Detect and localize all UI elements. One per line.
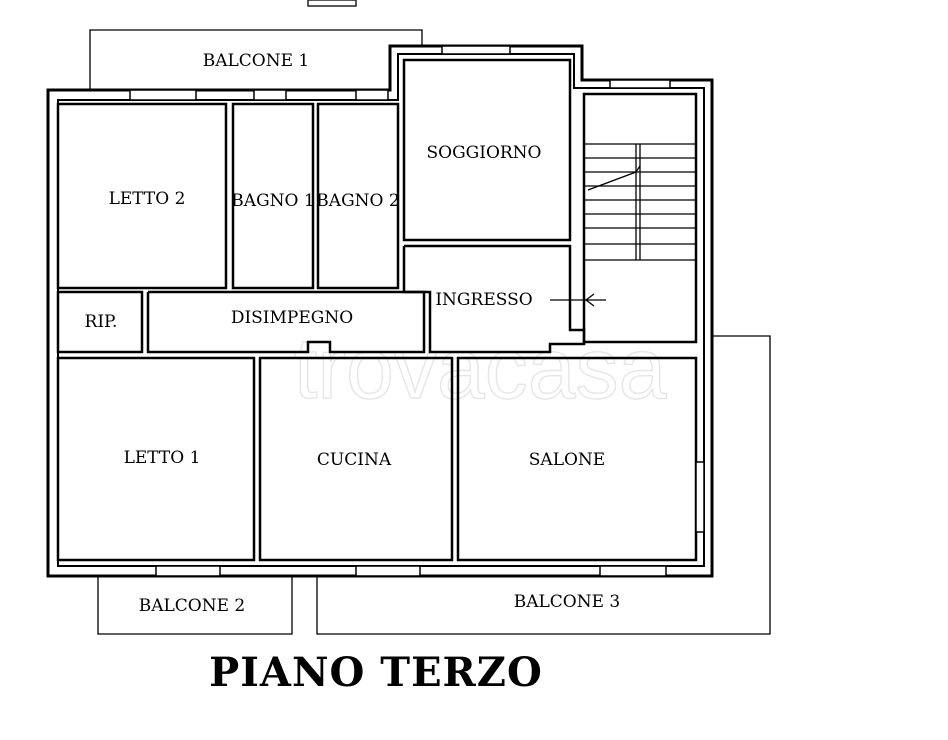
label-salone: SALONE: [529, 450, 605, 470]
label-disimpegno: DISIMPEGNO: [231, 308, 353, 328]
balcone-2-outline: [97, 576, 293, 635]
balcone-1-outline: [89, 29, 423, 90]
label-letto-1: LETTO 1: [124, 448, 201, 468]
window-salone-south: [599, 565, 667, 577]
top-marker: [307, 0, 357, 7]
window-bagno-2: [355, 89, 389, 101]
label-balcone-2: BALCONE 2: [139, 596, 246, 616]
window-letto-1: [155, 565, 221, 577]
label-bagno-2: BAGNO 2: [316, 191, 399, 211]
windows: [129, 45, 705, 577]
label-soggiorno: SOGGIORNO: [426, 143, 541, 163]
walls: [46, 0, 771, 635]
label-cucina: CUCINA: [317, 450, 392, 470]
balcone-3-outline: [316, 335, 771, 635]
outer-wall-outer: [46, 44, 714, 578]
soggiorno-walls: [402, 58, 572, 242]
outer-wall-inner: [57, 53, 705, 567]
label-balcone-1: BALCONE 1: [203, 51, 310, 71]
label-ripostiglio: RIP.: [85, 312, 118, 332]
window-soggiorno: [441, 45, 511, 55]
letto-2-walls: [56, 102, 228, 290]
label-bagno-1: BAGNO 1: [231, 191, 314, 211]
window-salone-east: [695, 461, 705, 533]
window-bagno-1: [253, 89, 287, 101]
ingresso-walls: [402, 244, 586, 354]
plan-title: PIANO TERZO: [209, 649, 543, 696]
window-stair: [609, 79, 671, 89]
staircase: [584, 143, 696, 261]
salone-walls: [456, 356, 698, 562]
label-balcone-3: BALCONE 3: [514, 592, 621, 612]
entrance-arrow: [550, 293, 606, 307]
label-letto-2: LETTO 2: [109, 189, 186, 209]
label-ingresso: INGRESSO: [435, 290, 532, 310]
watermark: trovacasa: [294, 321, 667, 417]
rip-walls: [56, 290, 144, 354]
bagno-1-walls: [231, 102, 315, 290]
bagno-2-walls: [316, 102, 400, 290]
disimpegno-walls: [146, 290, 426, 354]
letto-1-walls: [56, 356, 256, 562]
window-cucina: [355, 565, 421, 577]
stair-well: [582, 92, 698, 344]
cucina-walls: [258, 356, 454, 562]
window-letto-2: [129, 89, 197, 101]
